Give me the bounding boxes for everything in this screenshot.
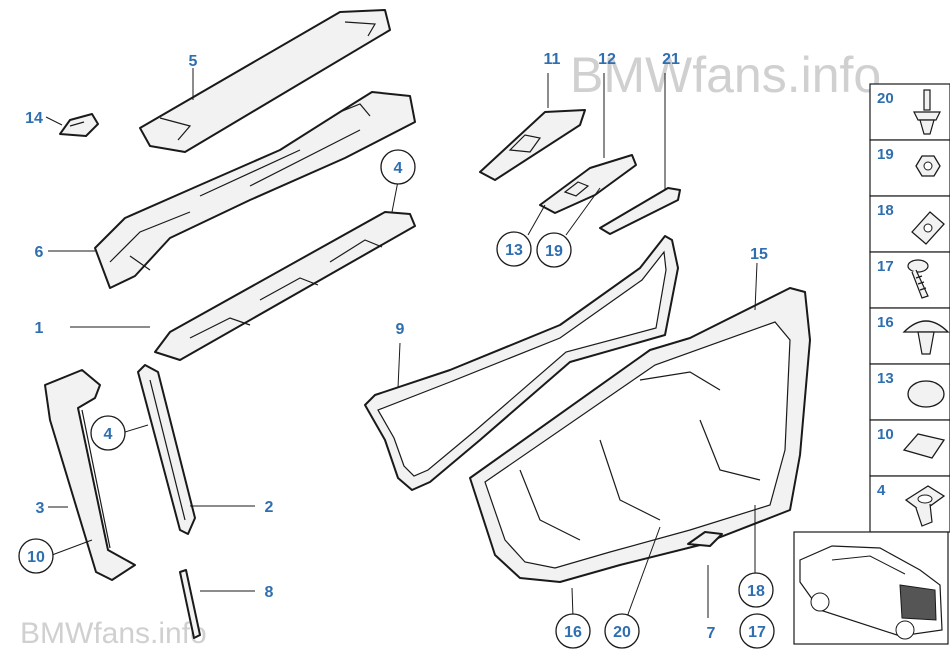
push-clip-icon: [902, 320, 950, 355]
legend-label-19: 19: [877, 146, 894, 163]
rivet-icon: [913, 89, 941, 135]
screw-icon: [907, 259, 929, 299]
round-cap-icon: [907, 380, 945, 408]
callout-16: 16: [564, 624, 582, 641]
callout-8: 8: [265, 584, 274, 601]
callout-6: 6: [35, 244, 44, 261]
legend-label-20: 20: [877, 90, 894, 107]
legend-label-17: 17: [877, 258, 894, 275]
watermark-top: BMWfans.info: [570, 47, 881, 103]
callout-12: 12: [598, 51, 616, 68]
part-5-cover-strip: [139, 9, 391, 153]
part-2-side-strip: [137, 364, 196, 535]
square-cap-icon: [902, 433, 946, 459]
part-6-bracket-panel: [94, 91, 416, 289]
callout-13: 13: [505, 242, 523, 259]
callout-11: 11: [544, 51, 561, 68]
callout-4-top: 4: [394, 160, 403, 177]
vehicle-locator-thumbnail: [793, 531, 949, 645]
legend-label-13: 13: [877, 370, 894, 387]
part-9-seal: [364, 235, 679, 491]
callout-14: 14: [25, 110, 43, 127]
legend-label-16: 16: [877, 314, 894, 331]
hex-nut-icon: [915, 155, 941, 177]
clip-nut-icon: [911, 211, 945, 245]
legend-label-4: 4: [877, 482, 886, 499]
callout-1: 1: [35, 320, 44, 337]
part-3-pillar-trim: [44, 369, 136, 581]
watermark-bottom: BMWfans.info: [20, 617, 207, 650]
legend-label-10: 10: [877, 426, 894, 443]
grommet-clip-icon: [904, 485, 946, 527]
part-1-trim-strip: [154, 211, 416, 361]
legend-label-18: 18: [877, 202, 894, 219]
callout-19: 19: [545, 243, 563, 260]
part-7-clip: [687, 531, 723, 547]
callout-21: 21: [662, 51, 680, 68]
callout-2: 2: [265, 499, 274, 516]
callout-numbers: 5 14 6 1 4 4 3 10 2 8 9 11 12 21 13 19 1…: [25, 51, 768, 642]
callout-3: 3: [36, 500, 45, 517]
callout-18: 18: [747, 583, 765, 600]
part-21-bracket: [599, 187, 681, 235]
fastener-legend: 20 19 18 17 16 13 10 4: [869, 83, 950, 533]
part-14-clip: [59, 113, 99, 137]
callout-20: 20: [613, 624, 631, 641]
leader-lines: [45, 68, 758, 618]
callout-7: 7: [707, 625, 716, 642]
callout-15: 15: [750, 246, 768, 263]
callout-9: 9: [396, 321, 405, 338]
part-12-handle: [539, 154, 637, 214]
callout-5: 5: [189, 53, 198, 70]
part-11-cover: [479, 109, 586, 181]
callout-17: 17: [748, 624, 766, 641]
part-8-small-strip: [179, 569, 201, 639]
callout-4-left: 4: [104, 426, 113, 443]
callout-10: 10: [27, 549, 45, 566]
callout-circles: [18, 149, 775, 649]
part-15-tailgate-panel: [469, 287, 811, 583]
